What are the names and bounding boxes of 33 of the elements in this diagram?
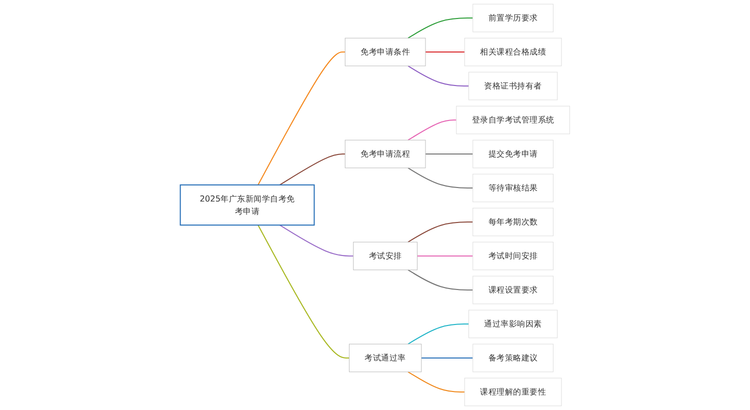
node-box: 考试安排 [353,242,418,270]
connector [408,371,465,392]
node-box: 前置学历要求 [472,4,554,32]
node-box: 等待审核结果 [472,174,554,202]
node-box: 通过率影响因素 [468,310,558,338]
connector [408,221,473,243]
node-box: 相关课程合格成绩 [464,38,562,66]
connector [408,66,469,87]
node-box: 资格证书持有者 [468,72,558,100]
connector [258,224,350,358]
node-box: 考试时间安排 [472,242,554,270]
connector [425,52,465,53]
connector [408,323,469,344]
connector [279,154,346,186]
node-box: 免考申请条件 [344,38,426,66]
connector [417,255,473,256]
node-box: 课程理解的重要性 [464,378,562,406]
connector [421,357,473,358]
connector [258,52,346,186]
node-box: 2025年广东新闻学自考免考申请 [180,184,315,226]
node-box: 备考策略建议 [472,344,554,372]
node-box: 考试通过率 [348,344,422,372]
connector [408,269,473,290]
node-box: 提交免考申请 [472,140,554,168]
connector [408,120,456,141]
node-box: 登录自学考试管理系统 [456,106,570,134]
connector [279,224,354,256]
node-box: 课程设置要求 [472,276,554,304]
connector [408,18,473,39]
connector [425,154,473,155]
node-box: 每年考期次数 [472,208,554,236]
node-box: 免考申请流程 [344,140,426,168]
connector [408,167,473,189]
